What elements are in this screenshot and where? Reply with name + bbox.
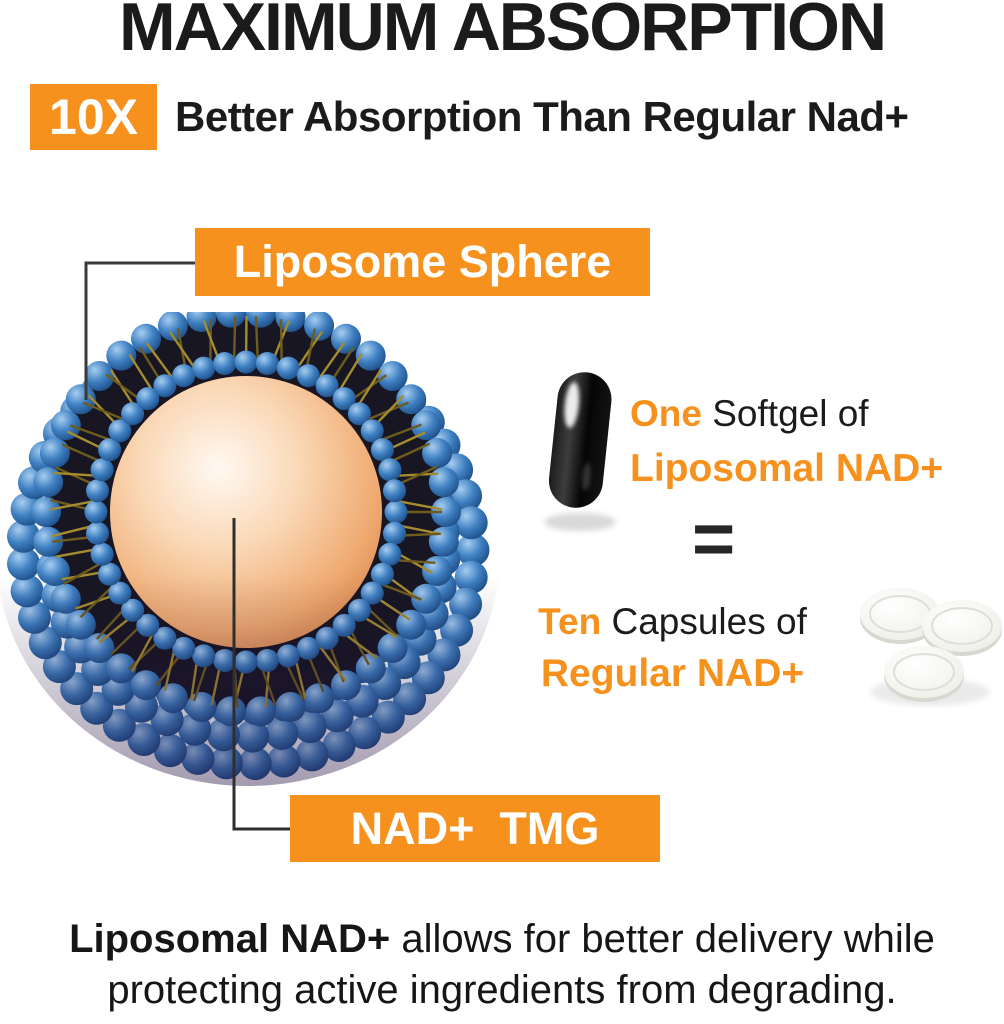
tablet-3 [884,646,964,702]
subtitle-row: 10X Better Absorption Than Regular Nad+ [30,84,909,150]
capsules-caption-rest: Capsules of [601,601,807,642]
footer-bold-lead: Liposomal NAD+ [69,917,391,961]
subtitle-text: Better Absorption Than Regular Nad+ [175,93,909,140]
liposome-illustration [0,312,500,786]
page-title: MAXIMUM ABSORPTION [118,0,887,65]
capsule-shadow [544,513,616,531]
footer-line-2: protecting active ingredients from degra… [107,968,897,1013]
capsules-caption: Ten Capsules of Regular NAD+ [505,596,840,701]
capsules-product-name: Regular NAD+ [540,652,805,696]
label-liposome-sphere-text: Liposome Sphere [233,236,612,287]
softgel-capsule-image [544,372,616,531]
sphere-shading [0,318,500,786]
label-nad-tmg-text: NAD+ TMG [350,802,600,854]
softgel-caption-highlight: One [630,393,702,434]
footer-line-1: Liposomal NAD+ allows for better deliver… [0,914,1004,965]
softgel-caption-line1: One Softgel of [630,388,943,441]
softgel-product-name: Liposomal NAD+ [630,446,944,490]
multiplier-badge: 10X [30,84,157,150]
capsules-caption-highlight: Ten [538,601,602,642]
equals-sign: = [692,497,736,580]
capsules-caption-line1: Ten Capsules of [505,596,840,647]
tablet-1 [860,588,940,644]
softgel-caption-rest: Softgel of [701,393,869,434]
footer-text: Liposomal NAD+ allows for better deliver… [0,914,1004,1016]
label-nad-tmg: NAD+ TMG [290,795,660,862]
tablet-2 [922,600,1002,656]
footer-line1-rest: allows for better delivery while [390,917,935,961]
regular-nad-tablets-image [860,588,1002,706]
softgel-caption: One Softgel of Liposomal NAD+ [630,388,943,496]
label-liposome-sphere: Liposome Sphere [195,228,650,296]
capsule-body [548,372,612,508]
